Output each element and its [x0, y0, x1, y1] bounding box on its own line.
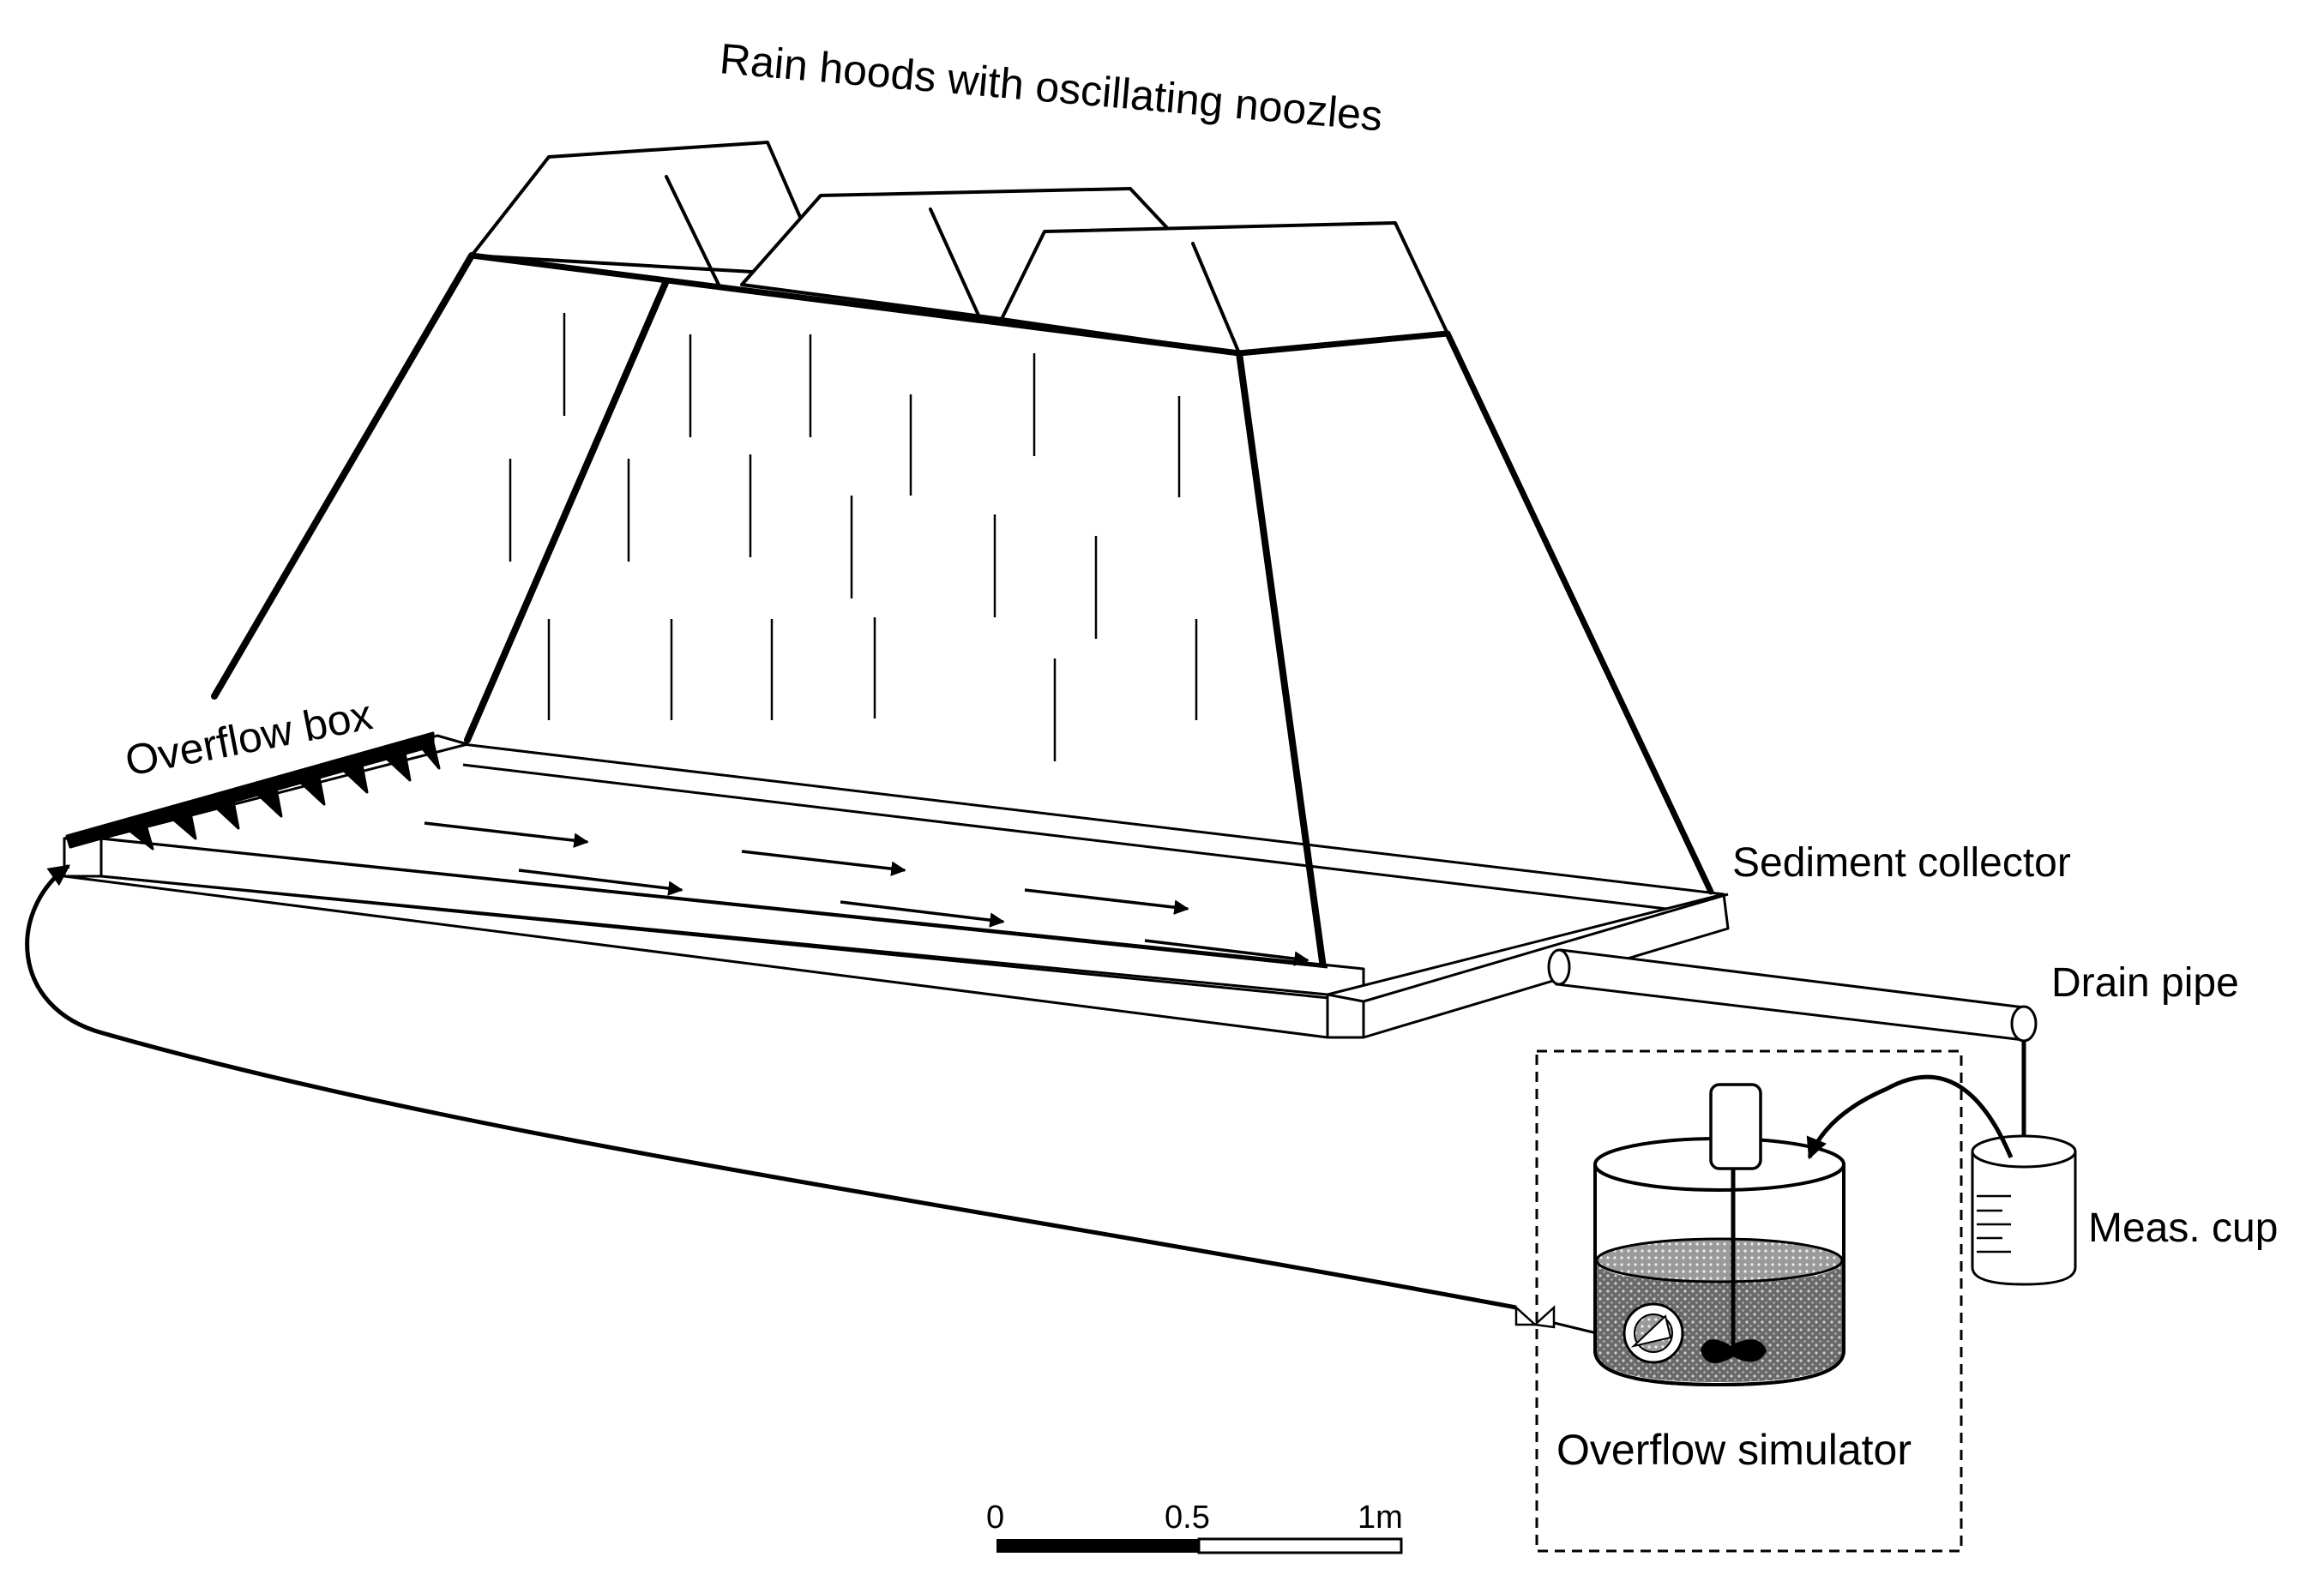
scale-tick-end: 1m: [1358, 1500, 1403, 1536]
stirrer-motor: [1709, 1083, 1762, 1170]
flow-arrows: [424, 821, 1310, 966]
label-sediment-collector: Sediment collector: [1732, 840, 2071, 886]
overflow-box: [63, 731, 469, 851]
label-rain-hoods: Rain hoods with oscillating noozles: [718, 34, 1384, 140]
rain-streaks: [509, 313, 1198, 761]
impeller: [1700, 1339, 1767, 1363]
mixing-tank: [1593, 1083, 1845, 1387]
scale-tick-mid: 0.5: [1165, 1500, 1210, 1536]
hood-left-inner-edge: [464, 280, 669, 743]
rain-hood-frame: [211, 141, 1714, 996]
valve-icon: [1514, 1305, 1556, 1329]
label-meas-cup: Meas. cup: [2088, 1205, 2278, 1251]
hood-rear-right-edge: [1444, 330, 1714, 895]
hood-caps: [470, 141, 1449, 355]
hood-front-right-edge: [1236, 350, 1330, 996]
label-drain-pipe: Drain pipe: [2051, 960, 2239, 1006]
label-overflow-simulator: Overflow simulator: [1556, 1426, 1912, 1474]
drain-pipe: [1547, 948, 2038, 1043]
return-hose: [1806, 1074, 2014, 1160]
supply-hose: [25, 863, 1517, 1310]
measuring-cup: [1971, 1134, 2077, 1286]
scale-tick-0: 0: [986, 1500, 1004, 1536]
overflow-simulator-box: [1535, 1049, 1963, 1553]
scale-bar: 0 0.5 1m: [986, 1500, 1403, 1554]
hood-left-front-edge: [211, 252, 475, 700]
